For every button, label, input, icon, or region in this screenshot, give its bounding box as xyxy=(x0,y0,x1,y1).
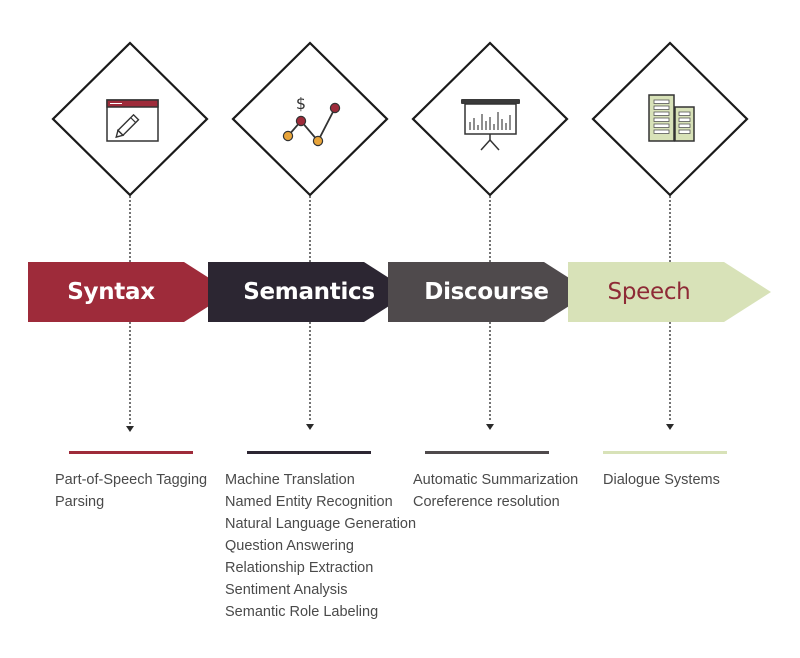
stage-label-speech: Speech xyxy=(607,279,691,305)
discourse-arrowhead xyxy=(486,424,494,430)
chevron-row xyxy=(28,262,771,322)
speech-arrowhead xyxy=(666,424,674,430)
list-item: Parsing xyxy=(55,494,105,510)
syntax-arrowhead xyxy=(126,426,134,432)
list-item: Relationship Extraction xyxy=(225,560,374,576)
buildings-icon xyxy=(648,94,695,142)
semantics-items-list: Machine Translation Named Entity Recogni… xyxy=(225,469,416,623)
syntax-items-list: Part-of-Speech Tagging Parsing xyxy=(55,469,207,513)
pencil-window-icon xyxy=(106,99,159,142)
list-item: Question Answering xyxy=(225,538,354,554)
list-item: Named Entity Recognition xyxy=(225,494,393,510)
discourse-items-list: Automatic Summarization Coreference reso… xyxy=(413,469,578,513)
list-item: Natural Language Generation xyxy=(225,516,417,532)
semantics-underline xyxy=(247,451,371,454)
stage-label-semantics: Semantics xyxy=(243,279,375,305)
list-item: Automatic Summarization xyxy=(413,472,579,488)
connectors xyxy=(129,196,671,424)
speech-underline xyxy=(603,451,727,454)
semantics-chevron xyxy=(208,262,411,322)
presentation-board-icon xyxy=(461,99,520,151)
discourse-underline xyxy=(425,451,549,454)
list-item: Dialogue Systems xyxy=(603,472,720,488)
speech-items-list: Dialogue Systems xyxy=(603,469,720,491)
list-item: Sentiment Analysis xyxy=(225,582,348,598)
speech-chevron xyxy=(568,262,771,322)
syntax-chevron xyxy=(28,262,231,322)
list-item: Coreference resolution xyxy=(413,494,560,510)
list-item: Machine Translation xyxy=(225,472,355,488)
discourse-chevron xyxy=(388,262,591,322)
svg-text:$: $ xyxy=(296,94,306,113)
line-chart-dollar-icon: $ xyxy=(282,94,341,147)
stage-label-syntax: Syntax xyxy=(67,279,155,305)
list-item: Semantic Role Labeling xyxy=(225,604,379,620)
syntax-underline xyxy=(69,451,193,454)
semantics-diamond xyxy=(231,41,389,197)
semantics-arrowhead xyxy=(306,424,314,430)
arrowheads xyxy=(126,424,674,432)
stage-label-discourse: Discourse xyxy=(424,279,549,305)
list-item: Part-of-Speech Tagging xyxy=(55,472,208,488)
